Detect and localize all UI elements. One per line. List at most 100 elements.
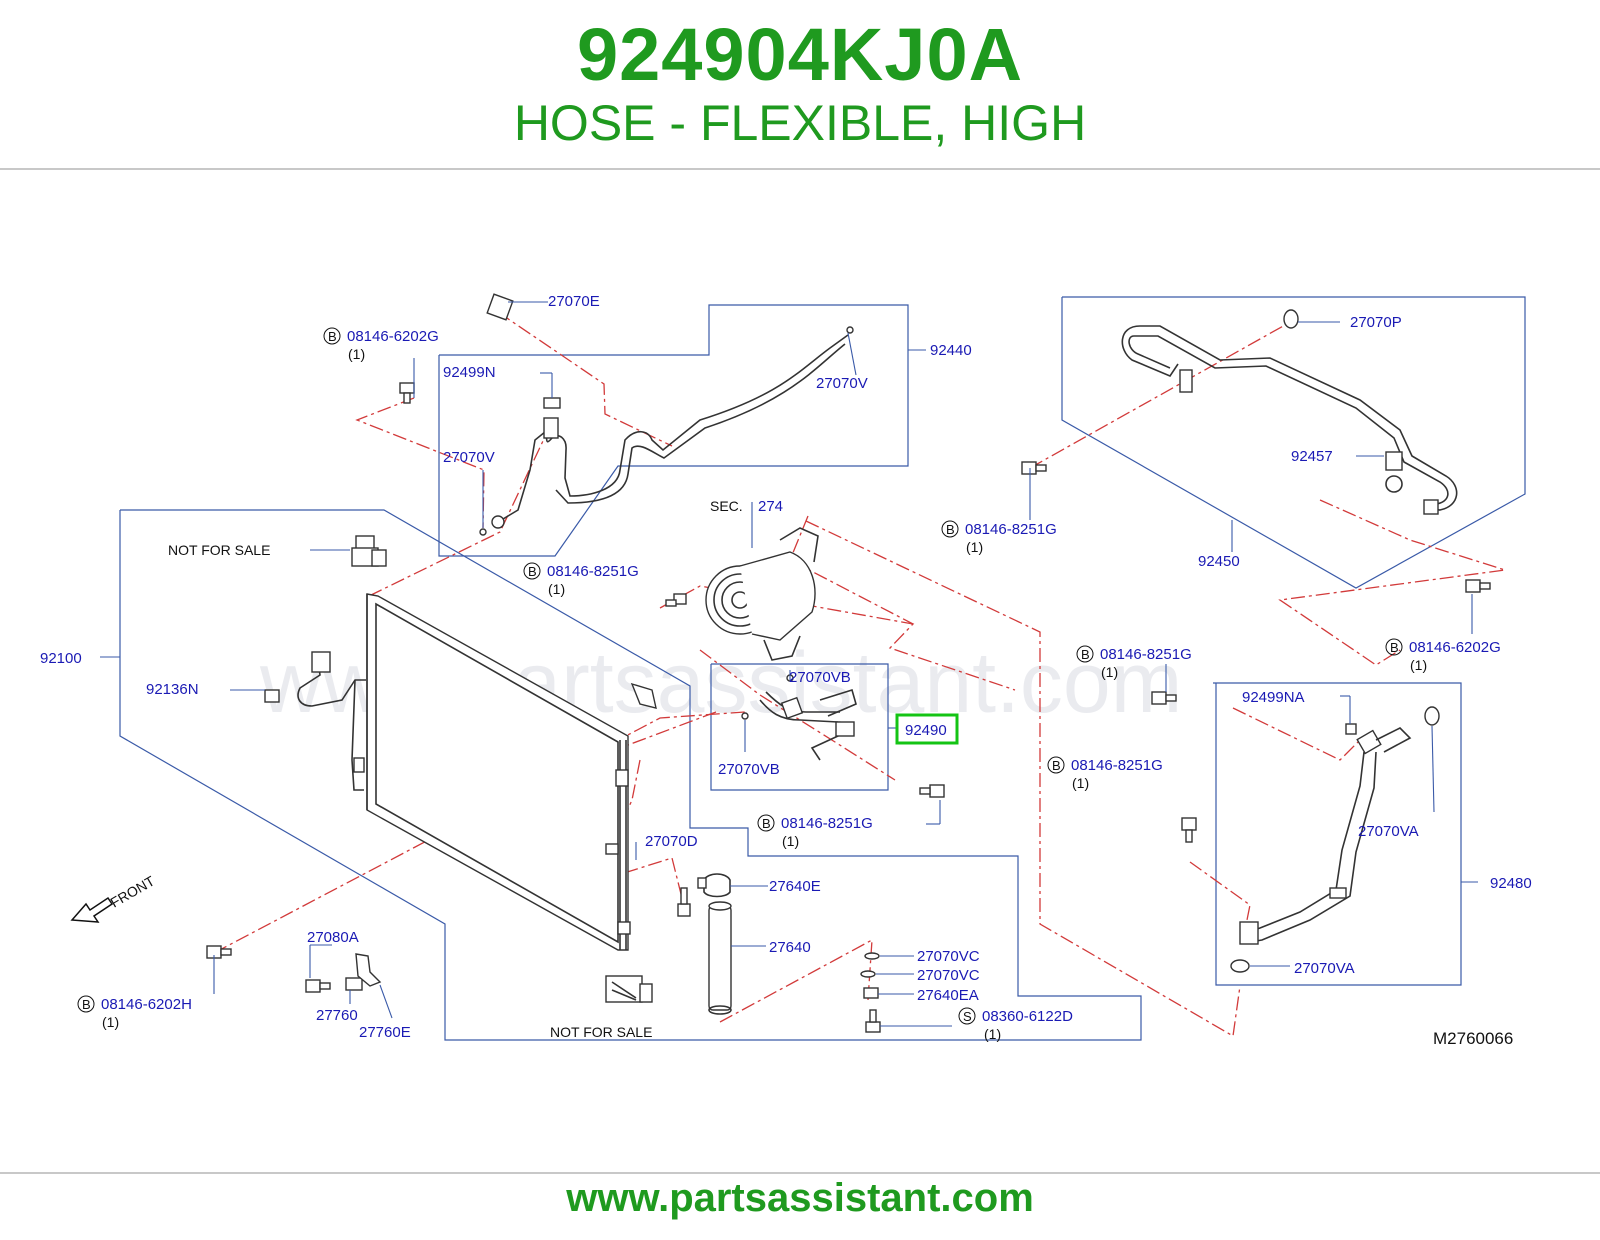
label-08146-8251G-a[interactable]: 08146-8251G [547, 563, 639, 580]
compressor-sec-274 [705, 527, 819, 661]
label-92490-highlighted[interactable]: 92490 [905, 722, 947, 739]
label-27070V-right[interactable]: 27070V [816, 375, 868, 392]
o-ring-27070V-left [479, 528, 487, 536]
bolt-08146-6202G-left [399, 382, 415, 404]
bolt-marker-b-letter: B [82, 997, 91, 1012]
label-08146-6202H[interactable]: 08146-6202H [101, 996, 192, 1013]
qty-08146-8251G-c: (1) [966, 539, 983, 555]
sensor-pipe-92136N [264, 651, 366, 791]
label-27070VA-bottom[interactable]: 27070VA [1294, 960, 1355, 977]
label-27070V-left[interactable]: 27070V [443, 449, 495, 466]
group-outline-92100 [119, 509, 1142, 1041]
qty-08360-6122D: (1) [984, 1026, 1001, 1042]
label-27070VA-top[interactable]: 27070VA [1358, 823, 1419, 840]
condenser-92100 [366, 593, 631, 951]
bolt-marker-b-letter: B [1052, 758, 1061, 773]
pipe-fitting-92440 [543, 417, 559, 439]
link-sec-274[interactable]: 274 [758, 498, 783, 515]
pipe-92440 [497, 334, 849, 523]
label-08360-6122D[interactable]: 08360-6122D [982, 1008, 1073, 1025]
qty-08146-6202H: (1) [102, 1014, 119, 1030]
label-27070VB-top[interactable]: 27070VB [789, 669, 851, 686]
label-not-for-sale-bottom: NOT FOR SALE [550, 1024, 652, 1040]
label-27070E[interactable]: 27070E [548, 293, 600, 310]
seal-92499N [543, 397, 561, 409]
o-ring-27070VA-top [1424, 706, 1440, 726]
pipe-92450 [1121, 325, 1458, 515]
bolt-marker-b [523, 562, 541, 580]
bolt-marker-b-letter: B [946, 522, 955, 537]
label-92136N[interactable]: 92136N [146, 681, 199, 698]
bracket-not-for-sale-top [351, 535, 387, 567]
bolt-marker-b [1047, 756, 1065, 774]
bolt-marker-b [323, 327, 341, 345]
bolt-08360-6122D [865, 1009, 881, 1033]
label-sec: SEC. [710, 498, 743, 514]
label-92499NA[interactable]: 92499NA [1242, 689, 1305, 706]
label-08146-8251G-e[interactable]: 08146-8251G [1071, 757, 1163, 774]
label-27070VC-2[interactable]: 27070VC [917, 967, 980, 984]
receiver-drier-27640 [708, 901, 732, 1015]
part-description: HOSE - FLEXIBLE, HIGH [513, 95, 1087, 151]
qty-08146-8251G-d: (1) [1101, 664, 1118, 680]
qty-08146-8251G-b: (1) [782, 833, 799, 849]
bolt-marker-b-letter: B [328, 329, 337, 344]
bolt-marker-b [757, 814, 775, 832]
bolt-marker-b [77, 995, 95, 1013]
qty-08146-8251G-e: (1) [1072, 775, 1089, 791]
label-08146-8251G-b[interactable]: 08146-8251G [781, 815, 873, 832]
bolt-marker-s-letter: S [963, 1009, 972, 1024]
footer-url[interactable]: www.partsassistant.com [566, 1176, 1034, 1220]
header-divider [0, 168, 1600, 170]
label-08146-6202G-right[interactable]: 08146-6202G [1409, 639, 1501, 656]
bolt-marker-b-letter: B [1081, 647, 1090, 662]
footer-divider [0, 1172, 1600, 1174]
leader-lines [100, 301, 1478, 1027]
label-27070P[interactable]: 27070P [1350, 314, 1402, 331]
group-outline-92480 [1213, 682, 1462, 986]
bolt-27080A [305, 979, 331, 993]
group-outline-92450 [1061, 296, 1526, 589]
label-92440[interactable]: 92440 [930, 342, 972, 359]
bolt-08146-8251G-vertical [1181, 817, 1197, 843]
label-08146-6202G-left[interactable]: 08146-6202G [347, 328, 439, 345]
label-front: FRONT [108, 872, 158, 910]
figure-id: M2760066 [1433, 1029, 1513, 1048]
label-27070VB-bottom[interactable]: 27070VB [718, 761, 780, 778]
label-27070D[interactable]: 27070D [645, 833, 698, 850]
hose-92490 [741, 674, 857, 761]
label-27640E[interactable]: 27640E [769, 878, 821, 895]
group-outline-92490 [710, 663, 889, 791]
label-92100[interactable]: 92100 [40, 650, 82, 667]
pipe-end-92440 [491, 515, 505, 529]
group-outline-92440 [438, 304, 909, 557]
bolt-marker-b-letter: B [528, 564, 537, 579]
bracket-condenser-side [630, 682, 657, 709]
bolt-27640E [677, 887, 691, 917]
label-27760E[interactable]: 27760E [359, 1024, 411, 1041]
bolt-08146-6202H [206, 945, 232, 959]
bracket-27640E [697, 873, 731, 898]
label-27640[interactable]: 27640 [769, 939, 811, 956]
label-92480[interactable]: 92480 [1490, 875, 1532, 892]
label-27080A[interactable]: 27080A [307, 929, 359, 946]
bolt-08146-8251G-lower [919, 784, 945, 798]
highlight-box-92490 [895, 713, 959, 745]
front-arrow-icon [70, 896, 114, 923]
label-08146-8251G-d[interactable]: 08146-8251G [1100, 646, 1192, 663]
qty-08146-8251G-a: (1) [548, 581, 565, 597]
label-27760[interactable]: 27760 [316, 1007, 358, 1024]
bolt-08146-8251G-upper-right [1021, 461, 1047, 475]
o-ring-27070VA-bottom [1230, 959, 1250, 973]
label-27640EA[interactable]: 27640EA [917, 987, 979, 1004]
o-ring-27070P [1283, 309, 1299, 329]
label-92499N[interactable]: 92499N [443, 364, 496, 381]
label-27070VC-1[interactable]: 27070VC [917, 948, 980, 965]
label-92450[interactable]: 92450 [1198, 553, 1240, 570]
label-08146-8251G-c[interactable]: 08146-8251G [965, 521, 1057, 538]
bolt-08146-8251G-compressor [665, 593, 687, 607]
label-92457[interactable]: 92457 [1291, 448, 1333, 465]
bolt-marker-b-letter: B [1390, 640, 1399, 655]
bolt-marker-b [941, 520, 959, 538]
